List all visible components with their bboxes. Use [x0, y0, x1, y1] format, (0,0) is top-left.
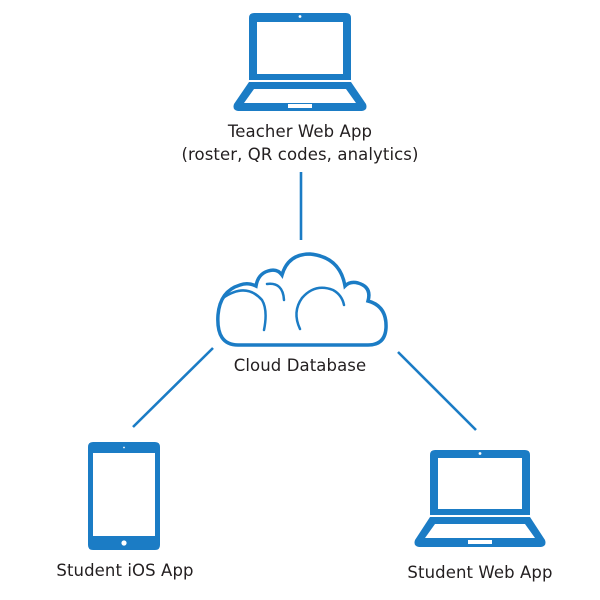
tablet-icon — [88, 442, 160, 550]
student-web-app-label: Student Web App — [407, 563, 553, 582]
teacher-web-app-label: Teacher Web App (roster, QR codes, analy… — [150, 120, 450, 166]
edge-cloud-student-ios — [132, 347, 214, 428]
student-ios-app-label: Student iOS App — [56, 561, 194, 580]
cloud-database-label: Cloud Database — [233, 356, 367, 375]
teacher-laptop-icon — [233, 13, 367, 111]
edge-cloud-student-web — [397, 351, 477, 431]
teacher-web-app-subtitle: (roster, QR codes, analytics) — [181, 145, 419, 164]
student-laptop-icon — [414, 450, 546, 547]
teacher-web-app-title: Teacher Web App — [227, 122, 373, 141]
cloud-icon — [216, 252, 388, 347]
